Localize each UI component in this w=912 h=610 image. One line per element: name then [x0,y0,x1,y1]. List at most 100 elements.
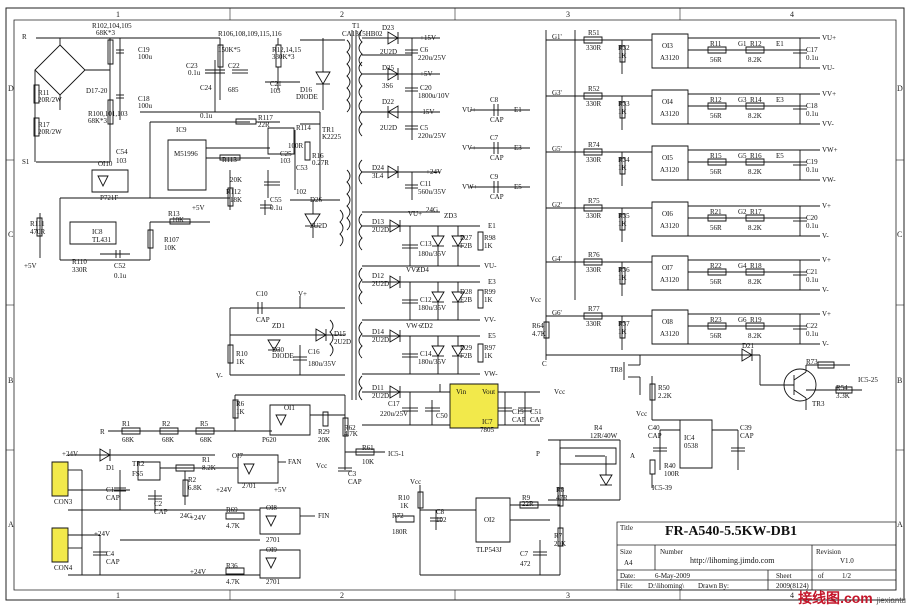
zone-bottom-3: 3 [566,591,570,600]
label-p5v: +5V [420,70,433,78]
gate-rs-label: R52 [588,85,600,93]
gate-g-label: G6 [738,316,747,324]
zone-bottom-1: 1 [116,591,120,600]
gate-rgsv-label: 8.2K [748,168,762,176]
size-value: A4 [624,559,633,567]
label-r72: R72 [392,512,404,520]
gate-rp-label: R35 [618,212,630,220]
gate-rp-label: R33 [618,100,630,108]
label-c1: C1 [106,486,115,494]
label-r97v: 1K [484,352,493,360]
label-r106: R106,108,109,115,116 [218,30,282,38]
label-c4: C4 [106,550,115,558]
label-d26: D26 [310,196,323,204]
label-r6a: 100R [288,142,304,150]
label-p721f: P721F [100,194,119,202]
label-e5b: E5 [514,183,522,191]
label-zd4: ZD4 [416,266,429,274]
label-r10v: 1K [236,358,245,366]
label-r64v: 4.7K [532,330,546,338]
gate-rp-label: R34 [618,156,630,164]
label-r113: R113 [222,156,237,164]
drawn-date: 2009(8124) [776,582,809,590]
label-r50v: 2.2K [658,392,672,400]
gate-vp-label: V+ [822,202,832,210]
gate-ic-label: A3120 [660,330,680,338]
gate-rgsv-label: 8.2K [748,332,762,340]
gate-rpv-label: 1K [618,274,627,282]
gate-rpv-label: 1K [618,52,627,60]
gate-rpv-label: 1K [618,108,627,116]
label-d26v: 2U2D [310,222,328,230]
gate-drive-row [546,90,820,130]
size-label: Size [620,548,633,556]
label-r99: R99 [484,288,496,296]
label-r98v: 1K [484,242,493,250]
label-c3: C3 [348,470,357,478]
gate-c-label: C22 [806,322,818,330]
label-c9: C9 [490,173,499,181]
label-ic8: IC8 [92,228,103,236]
gate-rs-label: R76 [588,251,600,259]
label-c21: C21 [270,80,282,88]
label-c8bv: 102 [436,516,447,524]
label-tr1v: K2225 [322,133,342,141]
label-p24d: +24V [190,514,207,522]
label-e1a: E1 [488,222,496,230]
label-rav: 68K [122,436,135,444]
zone-top-1: 1 [116,10,120,19]
label-g24: 24G [426,206,439,214]
label-p5v-a: +5V [192,204,205,212]
label-r20k: 20K [230,176,243,184]
gate-g-label: G4 [738,262,747,270]
gate-rgv-label: 56R [710,278,722,286]
label-r110v: 330R [72,266,88,274]
label-d28: D28 [460,288,473,296]
gate-vp-label: VW+ [822,146,838,154]
label-oi8: OI8 [266,504,277,512]
label-c55: C55 [270,196,282,204]
label-d16v: DIODE [296,93,318,101]
zone-bottom-4: 4 [790,591,794,600]
date-label: Date: [620,572,636,580]
label-ic7: IC7 [482,418,493,426]
label-vvm: VV- [484,316,496,324]
label-p5vc: +5V [274,486,287,494]
label-r40v: 100R [664,470,680,478]
label-r10: R10 [236,350,248,358]
label-ra: R1 [122,420,131,428]
gate-oi-label: OI6 [662,210,673,218]
gate-vp-label: VU+ [822,34,837,42]
label-oi2: OI2 [484,516,495,524]
label-d1: D1 [106,464,115,472]
label-rb: R2 [162,420,171,428]
gate-rs-label: R51 [588,29,600,37]
label-c19: C19 [138,46,150,54]
label-c2: C2 [154,500,163,508]
date-value: 6-May-2009 [655,572,690,580]
label-c15v: CAP [512,416,526,424]
label-d29v: F2B [460,352,473,360]
label-vup-a: VU+ [408,210,423,218]
label-ic525: IC5-25 [858,376,878,384]
watermark-domain: .com [840,590,873,606]
gate-g-label: G5 [738,152,747,160]
label-c53v: 102 [296,188,307,196]
label-r112v: 18K [230,196,243,204]
zone-right-b: B [897,376,903,385]
label-r114: R114 [296,124,311,132]
label-r11: R11 [38,89,50,97]
gate-cv-label: 0.1u [806,54,819,62]
label-r1b: R1 [202,456,211,464]
gate-ic-label: A3120 [660,54,680,62]
label-r54: R54 [836,384,848,392]
gate-rgsv-label: 8.2K [748,56,762,64]
label-c10: C10 [256,290,268,298]
label-c19v: 100u [138,53,152,61]
label-vcc-a: Vcc [554,388,566,396]
gate-rs-label: R77 [588,305,600,313]
label-tr2: TR2 [132,460,145,468]
gate-oi-label: OI4 [662,98,673,106]
label-vup-b: VU+ [462,106,477,114]
label-c25v: 103 [280,157,291,165]
